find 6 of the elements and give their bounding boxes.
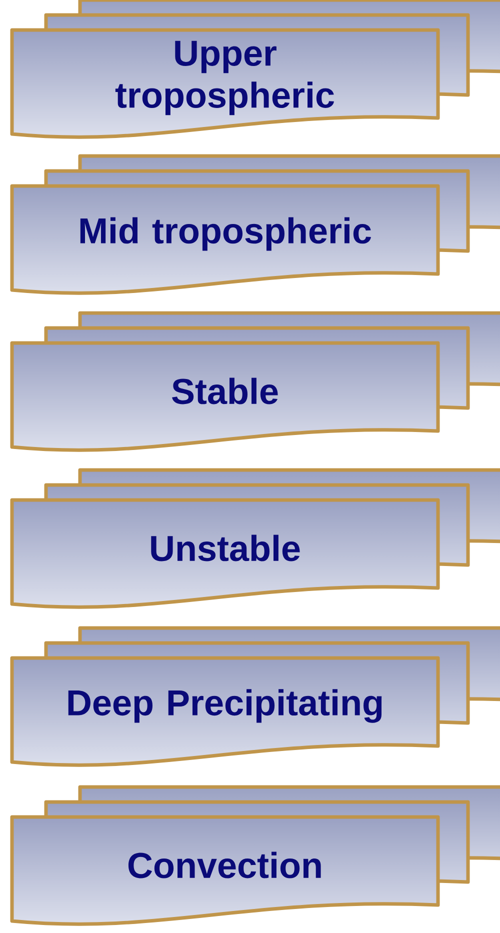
document-stack: Stable: [10, 311, 500, 452]
document-stack: Mid tropospheric: [10, 154, 500, 295]
document-stack: Deep Precipitating: [10, 626, 500, 767]
document-stack: Convection: [10, 785, 500, 926]
document-stack: Unstable: [10, 468, 500, 609]
document-stack: Upper tropospheric: [10, 0, 500, 139]
